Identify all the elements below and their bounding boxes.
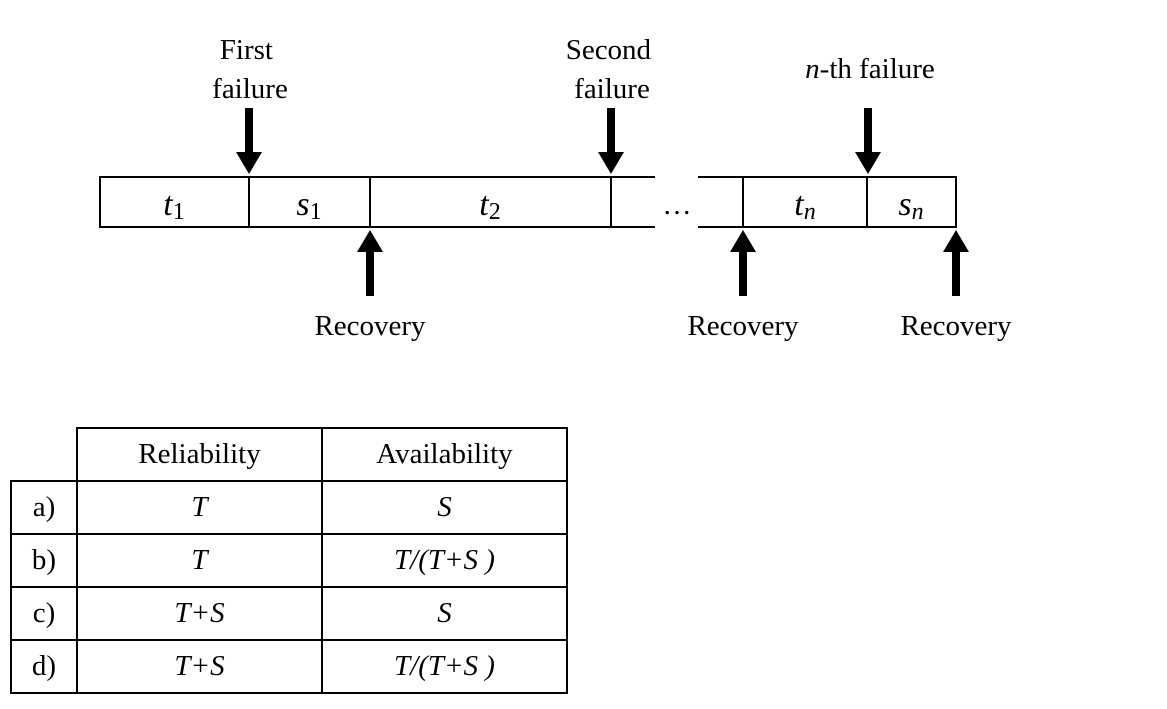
table-header-row: Reliability Availability	[11, 427, 568, 482]
option-key: d)	[10, 639, 78, 694]
reliability-cell: T+S	[76, 586, 323, 641]
reliability-cell: T	[76, 533, 323, 588]
recovery-label-1: Recovery	[314, 310, 426, 342]
second-failure-label: Second failure	[566, 34, 659, 105]
timeline-bar-left	[99, 176, 655, 228]
availability-header: Availability	[321, 427, 568, 482]
table-row: b) T T/(T+S )	[10, 533, 568, 588]
recovery-arrow-2	[730, 230, 756, 296]
timeline-bar-right	[698, 176, 957, 228]
answer-options-table: Reliability Availability a) T S b) T T/(…	[10, 427, 568, 694]
availability-cell: S	[321, 586, 568, 641]
table-row: a) T S	[10, 480, 568, 535]
nth-failure-label: n-th failure	[805, 53, 935, 85]
option-key: c)	[10, 586, 78, 641]
second-failure-arrow	[598, 108, 624, 174]
failure-recovery-timeline: t1 s1 t2 tn sn … First failure Second fa…	[99, 34, 1012, 342]
table-row: d) T+S T/(T+S )	[10, 639, 568, 694]
availability-cell: T/(T+S )	[321, 533, 568, 588]
reliability-header: Reliability	[76, 427, 323, 482]
segment-label-s1: s1	[296, 186, 321, 225]
table-corner-cell	[11, 428, 78, 482]
first-failure-label: First failure	[212, 34, 288, 105]
timeline-ellipsis: …	[663, 189, 692, 221]
segment-label-tn: tn	[794, 186, 815, 225]
segment-label-t1: t1	[163, 186, 184, 225]
segment-label-t2: t2	[479, 186, 500, 225]
option-key: b)	[10, 533, 78, 588]
table-row: c) T+S S	[10, 586, 568, 641]
availability-cell: T/(T+S )	[321, 639, 568, 694]
recovery-label-2: Recovery	[687, 310, 799, 342]
recovery-arrow-3	[943, 230, 969, 296]
reliability-cell: T	[76, 480, 323, 535]
availability-cell: S	[321, 480, 568, 535]
recovery-arrow-1	[357, 230, 383, 296]
nth-failure-arrow	[855, 108, 881, 174]
reliability-cell: T+S	[76, 639, 323, 694]
option-key: a)	[10, 480, 78, 535]
recovery-label-3: Recovery	[900, 310, 1012, 342]
first-failure-arrow	[236, 108, 262, 174]
segment-label-sn: sn	[898, 186, 923, 225]
